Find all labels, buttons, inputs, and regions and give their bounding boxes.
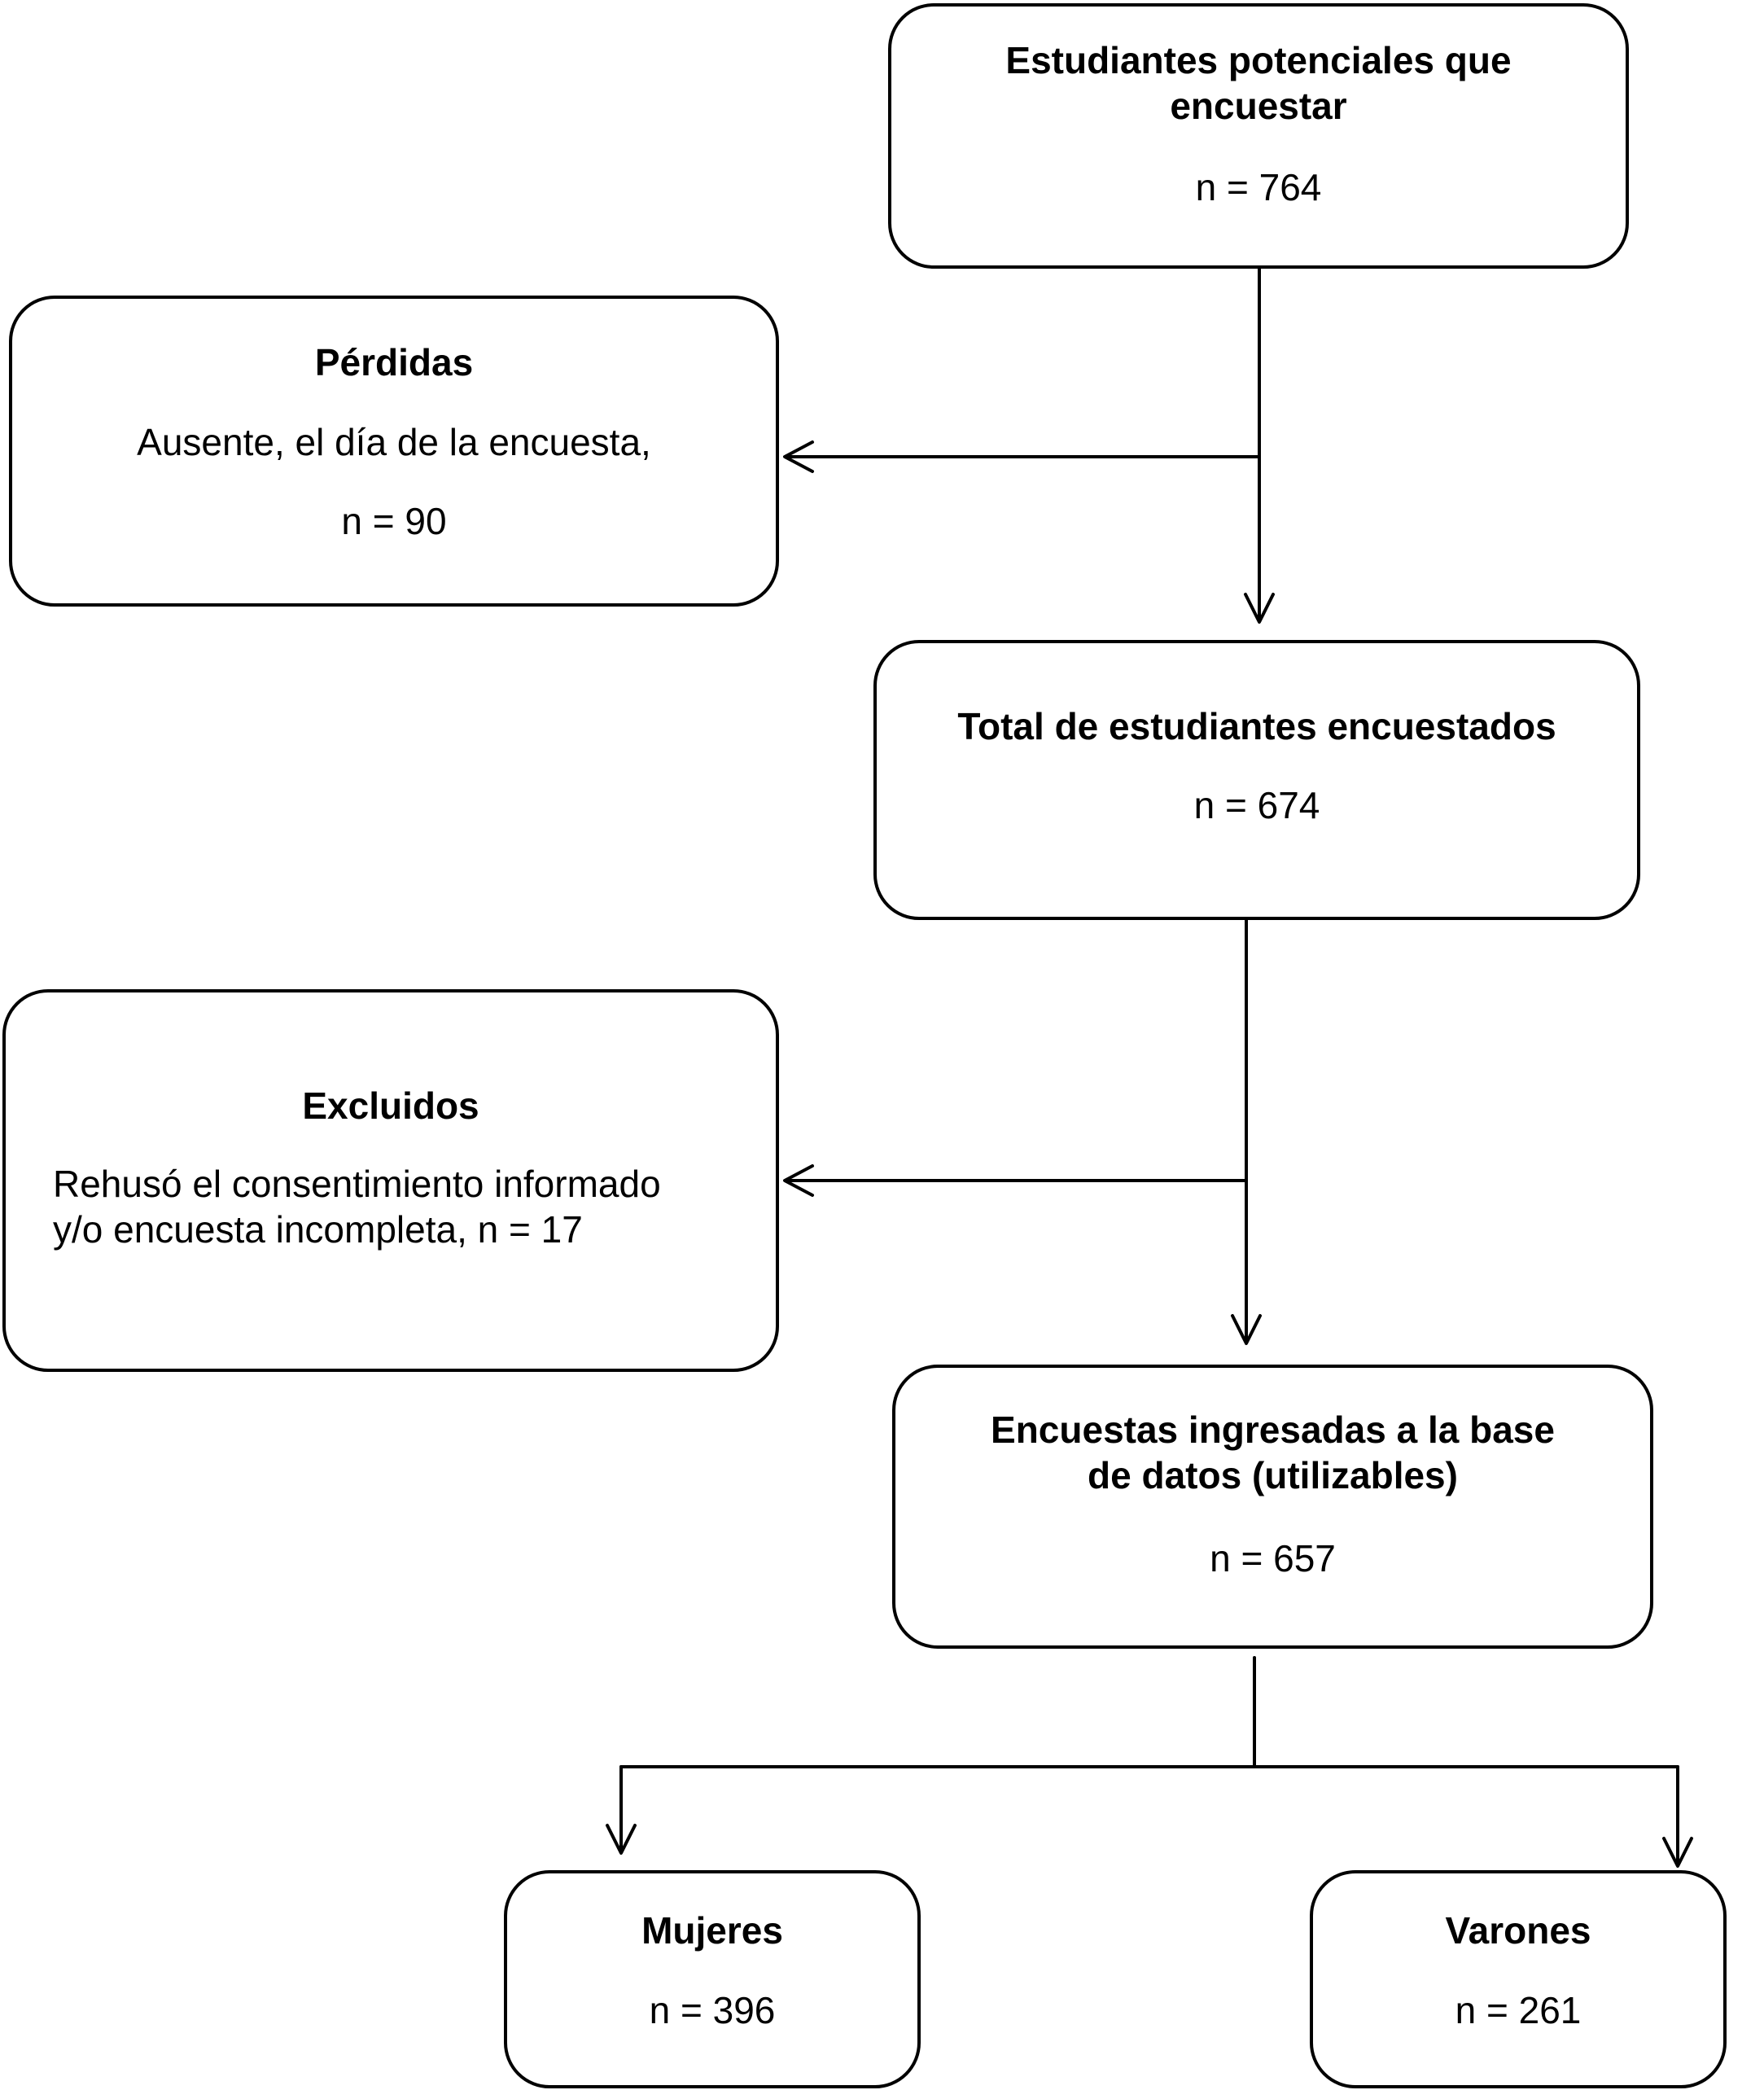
node-potenciales-title-line2: encuestar bbox=[1170, 85, 1347, 127]
node-perdidas: Pérdidas Ausente, el día de la encuesta,… bbox=[9, 296, 779, 607]
node-excluidos-description-line2: y/o encuesta incompleta, n = 17 bbox=[53, 1208, 583, 1251]
node-excluidos-title: Excluidos bbox=[302, 1084, 479, 1127]
node-potenciales-title-line1: Estudiantes potenciales que bbox=[1005, 39, 1512, 81]
arrowhead-down-varones bbox=[1662, 1837, 1693, 1868]
node-encuestados-title: Total de estudiantes encuestados bbox=[957, 705, 1556, 747]
node-perdidas-count: n = 90 bbox=[341, 500, 447, 542]
node-varones-title: Varones bbox=[1445, 1909, 1591, 1952]
node-perdidas-title: Pérdidas bbox=[314, 341, 474, 383]
node-total-encuestados: Total de estudiantes encuestados n = 674 bbox=[873, 640, 1640, 920]
node-perdidas-description: Ausente, el día de la encuesta, bbox=[137, 421, 651, 463]
node-encuestados-count: n = 674 bbox=[1193, 784, 1320, 826]
node-mujeres-count: n = 396 bbox=[649, 1989, 776, 2031]
arrowhead-down-mujeres bbox=[606, 1824, 637, 1855]
arrowhead-left-excluidos bbox=[783, 1164, 814, 1197]
node-potenciales-count: n = 764 bbox=[1195, 166, 1322, 208]
node-utilizables-count: n = 657 bbox=[1210, 1537, 1336, 1580]
node-utilizables-title-line1: Encuestas ingresadas a la base bbox=[991, 1409, 1555, 1451]
node-mujeres-title: Mujeres bbox=[641, 1909, 783, 1952]
arrowhead-down-encuestados bbox=[1244, 593, 1275, 624]
node-utilizables-title-line2: de datos (utilizables) bbox=[1088, 1454, 1458, 1496]
arrowhead-left-perdidas bbox=[783, 440, 814, 473]
node-varones: Varones n = 261 bbox=[1310, 1870, 1727, 2088]
node-excluidos: Excluidos Rehusó el consentimiento infor… bbox=[2, 989, 779, 1372]
node-varones-count: n = 261 bbox=[1455, 1989, 1582, 2031]
node-mujeres: Mujeres n = 396 bbox=[504, 1870, 921, 2088]
node-estudiantes-potenciales: Estudiantes potenciales que encuestar n … bbox=[888, 3, 1629, 269]
node-excluidos-description-line1: Rehusó el consentimiento informado bbox=[53, 1163, 661, 1205]
node-encuestas-utilizables: Encuestas ingresadas a la base de datos … bbox=[892, 1365, 1653, 1649]
arrowhead-down-utilizables bbox=[1231, 1314, 1262, 1345]
